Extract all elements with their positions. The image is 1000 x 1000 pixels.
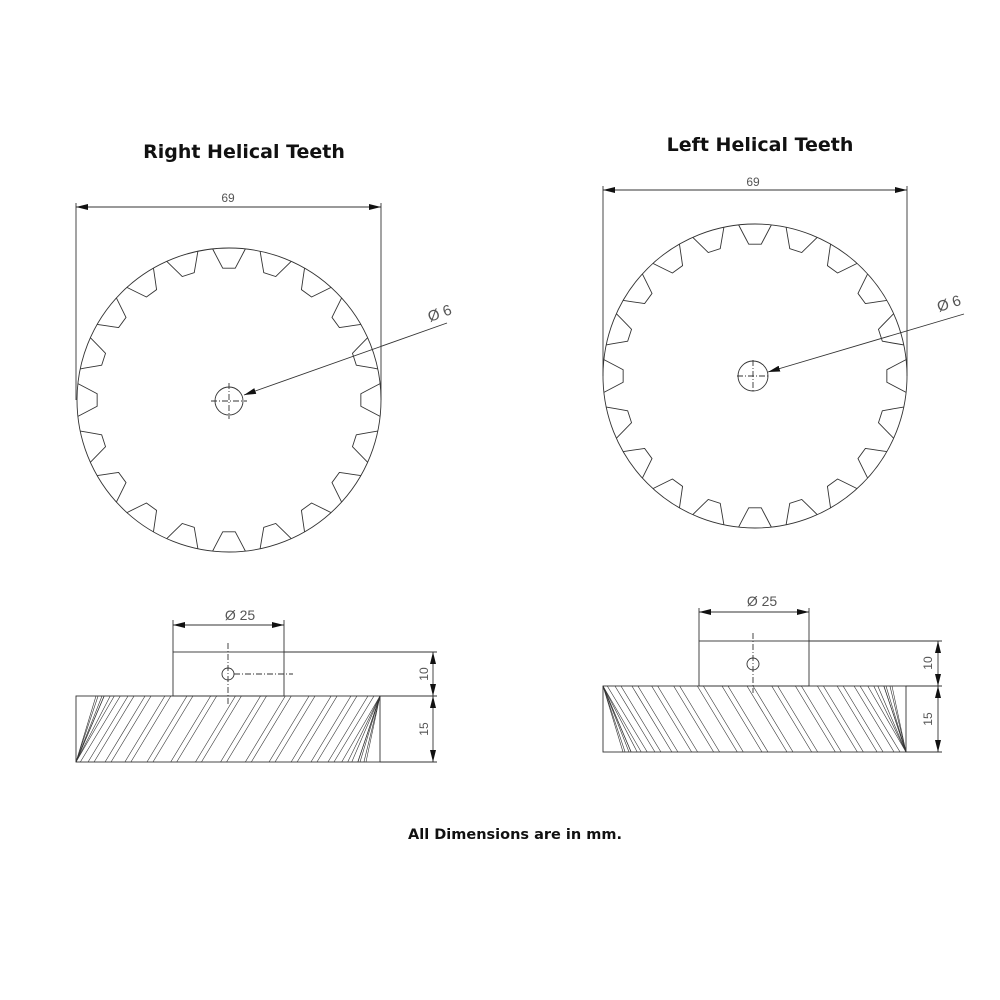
right-gear-front-view <box>75 203 448 553</box>
helix-line <box>752 685 794 753</box>
helix-line <box>75 695 97 763</box>
helix-line <box>195 695 236 763</box>
helix-line <box>795 685 836 753</box>
gear-teeth <box>603 224 907 528</box>
helix-line <box>637 685 679 753</box>
helix-line <box>316 695 358 763</box>
gear-outline <box>76 247 382 553</box>
helix-line <box>823 685 864 753</box>
helix-line <box>146 695 188 763</box>
helix-line <box>703 685 744 753</box>
helix-line <box>631 685 673 753</box>
helix-line <box>620 685 662 753</box>
helix-line <box>859 685 901 753</box>
helix-line <box>602 685 638 753</box>
helix-line <box>365 695 381 763</box>
gear-outline <box>602 223 908 529</box>
helix-line <box>152 695 194 763</box>
helix-line <box>679 685 720 753</box>
helix-line <box>853 685 895 753</box>
helix-line <box>817 685 858 753</box>
helix-line <box>176 695 217 763</box>
helix-line <box>333 695 375 763</box>
helix-line <box>124 695 166 763</box>
helix-line <box>296 695 338 763</box>
helix-line <box>268 695 310 763</box>
right-bore-dim: Ø 6 <box>426 302 455 326</box>
right-hub-height-dim: 10 <box>417 667 431 681</box>
helix-line <box>290 695 332 763</box>
helix-line <box>607 685 648 753</box>
helix-line <box>842 685 884 753</box>
helix-line <box>363 695 381 763</box>
helix-line <box>657 685 698 753</box>
helix-line <box>226 695 267 763</box>
helix-line <box>885 685 907 753</box>
helix-line <box>357 695 381 763</box>
helix-line <box>697 685 738 753</box>
right-outer-diameter-dim: 69 <box>221 191 235 205</box>
helix-line <box>75 695 103 763</box>
right-gear-side-view <box>75 620 437 763</box>
helix-line <box>274 695 316 763</box>
helix-line <box>877 685 907 753</box>
helix-line <box>801 685 842 753</box>
left-hub-height-dim: 10 <box>921 656 935 670</box>
helix-line <box>614 685 656 753</box>
helix-line <box>87 695 129 763</box>
helix-line <box>220 695 261 763</box>
helix-line <box>80 695 121 763</box>
helix-line <box>883 685 907 753</box>
helix-line <box>777 685 818 753</box>
helix-line <box>602 685 642 753</box>
left-gear-side-view <box>602 608 942 753</box>
left-gear-front-view <box>602 186 965 529</box>
helix-line <box>867 685 907 753</box>
left-gear-title: Left Helical Teeth <box>666 134 854 156</box>
helix-line <box>602 685 632 753</box>
helix-line <box>341 695 381 763</box>
helix-line <box>351 695 381 763</box>
right-gear-title: Right Helical Teeth <box>143 141 345 163</box>
left-width-dim: 15 <box>921 712 935 726</box>
helix-line <box>347 695 381 763</box>
helix-line <box>602 685 626 753</box>
helix-line <box>836 685 878 753</box>
right-width-dim: 15 <box>417 722 431 736</box>
left-outer-diameter-dim: 69 <box>746 175 760 189</box>
helix-line <box>602 685 630 753</box>
helix-line <box>251 695 292 763</box>
helix-line <box>651 685 692 753</box>
helix-line <box>602 685 624 753</box>
helix-line <box>93 695 135 763</box>
helix-line <box>873 685 907 753</box>
helix-line <box>771 685 812 753</box>
helix-line <box>170 695 211 763</box>
helix-line <box>310 695 352 763</box>
helix-line <box>75 695 105 763</box>
helix-line <box>75 695 115 763</box>
helix-line <box>201 695 242 763</box>
helix-line <box>891 685 907 753</box>
helix-line <box>359 695 381 763</box>
helix-line <box>727 685 769 753</box>
helix-line <box>110 695 152 763</box>
helix-line <box>104 695 146 763</box>
helix-line <box>746 685 788 753</box>
helix-line <box>75 695 99 763</box>
helix-line <box>889 685 907 753</box>
helix-line <box>673 685 714 753</box>
right-hub-diameter-dim: Ø 25 <box>225 607 256 623</box>
helix-line <box>245 695 286 763</box>
helix-line <box>75 695 111 763</box>
left-hub-diameter-dim: Ø 25 <box>747 593 778 609</box>
helix-line <box>327 695 369 763</box>
units-note: All Dimensions are in mm. <box>408 827 622 843</box>
helix-line <box>130 695 172 763</box>
left-bore-dim: Ø 6 <box>935 292 963 316</box>
gear-teeth <box>77 248 381 552</box>
helix-line <box>721 685 763 753</box>
